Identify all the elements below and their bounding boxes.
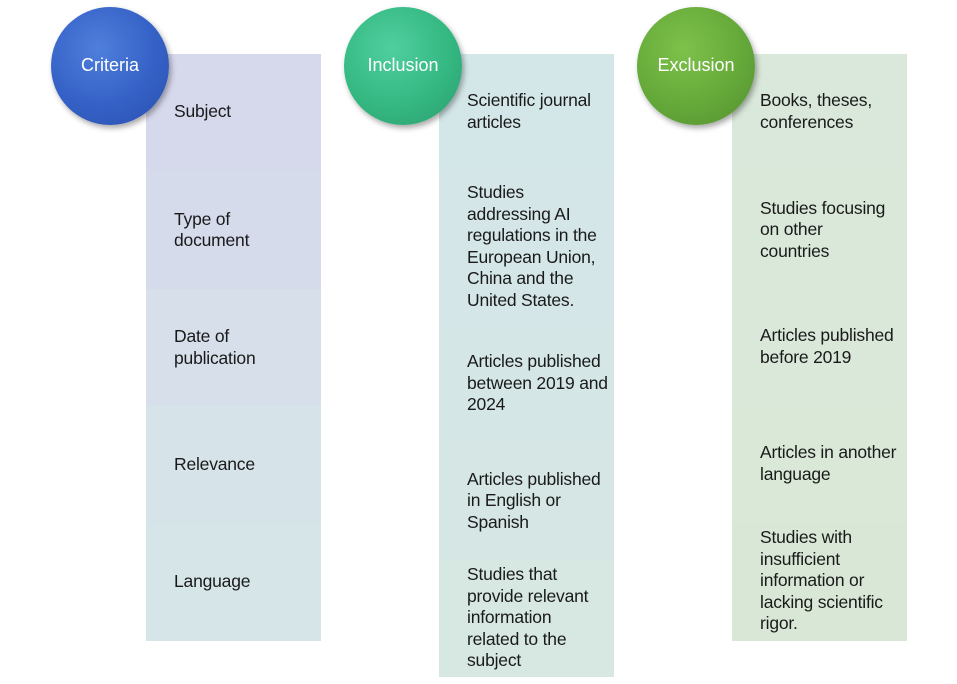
inclusion-box-1: Scientific journal articles <box>439 54 614 171</box>
criteria-box-1: Subject <box>146 54 321 171</box>
inclusion-circle: Inclusion <box>344 7 462 125</box>
exclusion-item-3: Articles published before 2019 <box>760 325 894 367</box>
exclusion-box-2: Studies focusing on other countries <box>732 171 907 289</box>
inclusion-box-2: Studies addressing AI regulations in the… <box>439 171 614 325</box>
inclusion-item-1: Scientific journal articles <box>467 90 591 132</box>
exclusion-item-5: Studies with insufficient information or… <box>760 527 883 633</box>
criteria-title: Criteria <box>80 54 139 75</box>
exclusion-item-2: Studies focusing on other countries <box>760 197 886 261</box>
criteria-box-3: Date of publication <box>146 289 321 406</box>
exclusion-box-5: Studies with insufficient information or… <box>732 523 907 641</box>
exclusion-box-1: Books, theses, conferences <box>732 54 907 171</box>
exclusion-box-4: Articles in another language <box>732 406 907 523</box>
exclusion-title: Exclusion <box>657 54 735 75</box>
inclusion-item-2: Studies addressing AI regulations in the… <box>467 182 597 310</box>
inclusion-item-4: Articles published in English or Spanish <box>467 468 601 532</box>
inclusion-title: Inclusion <box>367 54 439 75</box>
exclusion-box-3: Articles published before 2019 <box>732 289 907 406</box>
criteria-item-type-of-document: Type of document <box>174 208 250 251</box>
inclusion-box-5: Studies that provide relevant informatio… <box>439 560 614 677</box>
exclusion-item-1: Books, theses, conferences <box>760 90 872 132</box>
exclusion-item-4: Articles in another language <box>760 442 897 484</box>
criteria-box-2: Type of document <box>146 171 321 289</box>
criteria-box-4: Relevance <box>146 406 321 523</box>
criteria-item-relevance: Relevance <box>174 453 255 474</box>
inclusion-item-3: Articles published between 2019 and 2024 <box>467 351 608 415</box>
criteria-item-subject: Subject <box>174 101 231 121</box>
criteria-item-date-of-publication: Date of publication <box>174 326 256 368</box>
criteria-item-language: Language <box>174 571 251 592</box>
exclusion-circle: Exclusion <box>637 7 755 125</box>
criteria-box-5: Language <box>146 523 321 641</box>
inclusion-box-4: Articles published in English or Spanish <box>439 442 614 560</box>
inclusion-box-3: Articles published between 2019 and 2024 <box>439 325 614 442</box>
inclusion-item-5: Studies that provide relevant informatio… <box>467 564 589 670</box>
criteria-circle: Criteria <box>51 7 169 125</box>
